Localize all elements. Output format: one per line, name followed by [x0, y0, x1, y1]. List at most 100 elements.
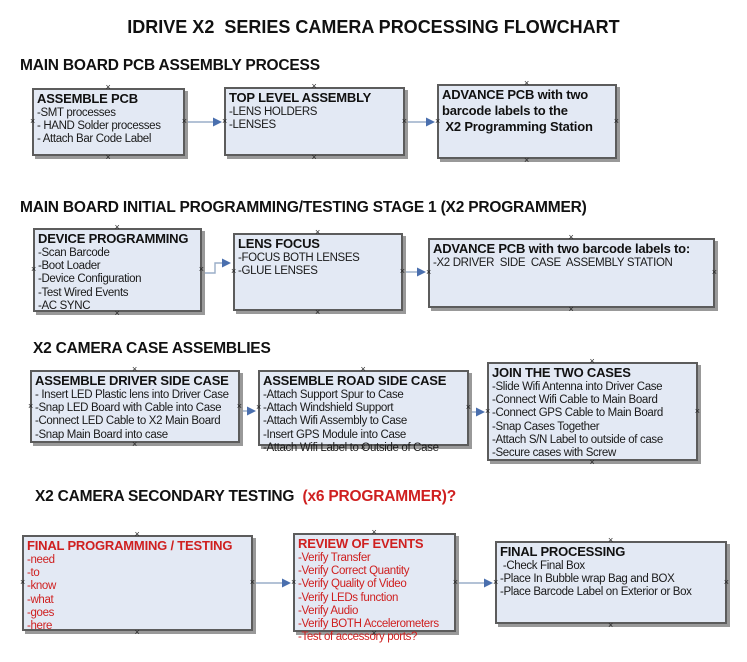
- anchor-x-mark: ×: [134, 529, 140, 539]
- anchor-x-mark: ×: [231, 266, 237, 276]
- section-heading-text: X2 CAMERA SECONDARY TESTING: [35, 488, 303, 505]
- box-item: -Verify Audio: [298, 604, 359, 617]
- anchor-x-mark: ×: [291, 576, 297, 587]
- box-item: -goes: [27, 606, 55, 619]
- box-item: - HAND Solder processes: [37, 120, 161, 133]
- anchor-x-mark: ×: [132, 364, 138, 374]
- box-item: -Connect LED Cable to X2 Main Board: [35, 415, 221, 428]
- section-heading-text: MAIN BOARD PCB ASSEMBLY PROCESS: [20, 57, 320, 74]
- anchor-x-mark: ×: [134, 627, 140, 637]
- box-item: -Attach Windshield Support: [263, 402, 394, 415]
- box-title: LENS FOCUS: [238, 236, 320, 251]
- box-item: -to: [27, 567, 40, 580]
- box-item: -Snap Cases Together: [492, 420, 600, 433]
- connector-line: [204, 262, 222, 274]
- anchor-x-mark: ×: [613, 115, 619, 126]
- box-title: JOIN THE TWO CASES: [492, 365, 631, 380]
- box-item: -Snap LED Board with Cable into Case: [35, 402, 222, 415]
- anchor-x-mark: ×: [256, 402, 262, 412]
- anchor-x-mark: ×: [105, 152, 111, 162]
- box-item: -Device Configuration: [38, 273, 142, 286]
- box-item: -Snap Main Board into case: [35, 428, 168, 441]
- section-heading-red-text: (x6 PROGRAMMER)?: [302, 488, 457, 505]
- flow-box: ASSEMBLE PCB-SMT processes- HAND Solder …: [30, 83, 187, 162]
- arrowhead-icon: [417, 267, 426, 277]
- anchor-x-mark: ×: [694, 405, 700, 416]
- arrowhead-icon: [484, 578, 493, 588]
- anchor-x-mark: ×: [465, 402, 471, 412]
- anchor-x-mark: ×: [360, 364, 366, 374]
- box-item: -Attach Wifi Label to Outside of Case: [263, 441, 439, 454]
- flow-box: LENS FOCUS-FOCUS BOTH LENSES-GLUE LENSES…: [231, 228, 405, 317]
- anchor-x-mark: ×: [249, 577, 255, 587]
- flow-box: ASSEMBLE DRIVER SIDE CASE- Insert LED Pl…: [28, 365, 242, 449]
- box-item: -Secure cases with Screw: [492, 447, 616, 460]
- box-item: -here: [27, 620, 53, 633]
- anchor-x-mark: ×: [485, 405, 491, 416]
- flow-box: FINAL PROCESSING -Check Final Box-Place …: [493, 536, 729, 630]
- arrowhead-icon: [476, 407, 485, 417]
- arrowhead-icon: [282, 578, 291, 588]
- box-item: -need: [27, 554, 55, 566]
- box-item: -Test of accessory ports?: [298, 631, 418, 644]
- flow-box: ASSEMBLE ROAD SIDE CASE-Attach Support S…: [256, 365, 471, 454]
- flow-box: ADVANCE PCB with two barcode labels to t…: [435, 79, 619, 165]
- section-heading-text: X2 CAMERA CASE ASSEMBLIES: [33, 340, 271, 357]
- anchor-x-mark: ×: [315, 227, 321, 237]
- anchor-x-mark: ×: [132, 439, 138, 449]
- section-heading: X2 CAMERA SECONDARY TESTING (x6 PROGRAMM…: [35, 488, 456, 506]
- box-item: -Boot Loader: [38, 260, 101, 273]
- anchor-x-mark: ×: [20, 577, 26, 587]
- box-item: -FOCUS BOTH LENSES: [238, 252, 360, 264]
- box-item: -Place Barcode Label on Exterior or Box: [500, 586, 692, 599]
- anchor-x-mark: ×: [452, 576, 458, 587]
- anchor-x-mark: ×: [401, 115, 407, 126]
- flow-box: ADVANCE PCB with two barcode labels to:-…: [426, 233, 717, 314]
- anchor-x-mark: ×: [311, 152, 317, 162]
- box-item: -X2 DRIVER SIDE CASE ASSEMBLY STATION: [433, 257, 673, 269]
- anchor-x-mark: ×: [435, 115, 441, 126]
- anchor-x-mark: ×: [311, 81, 317, 91]
- box-item: -Verify LEDs function: [298, 591, 399, 604]
- anchor-x-mark: ×: [236, 400, 242, 411]
- box-item: -Connect GPS Cable to Main Board: [492, 407, 663, 420]
- box-item: -Scan Barcode: [38, 247, 110, 259]
- box-title: ASSEMBLE ROAD SIDE CASE: [263, 373, 447, 388]
- anchor-x-mark: ×: [723, 576, 729, 587]
- anchor-x-mark: ×: [589, 356, 595, 366]
- box-item: -Attach Wifi Assembly to Case: [263, 415, 407, 428]
- box-item: -know: [27, 580, 56, 593]
- box-item: -Test Wired Events: [38, 286, 129, 299]
- anchor-x-mark: ×: [524, 155, 530, 165]
- anchor-x-mark: ×: [493, 576, 499, 587]
- arrowhead-icon: [426, 117, 435, 127]
- box-title: DEVICE PROGRAMMING: [38, 231, 189, 246]
- box-title: FINAL PROCESSING: [500, 544, 626, 559]
- anchor-x-mark: ×: [524, 78, 530, 88]
- anchor-x-mark: ×: [426, 267, 432, 277]
- section-heading: MAIN BOARD PCB ASSEMBLY PROCESS: [20, 57, 320, 75]
- box-item: -Slide Wifi Antenna into Driver Case: [492, 381, 663, 393]
- anchor-x-mark: ×: [181, 116, 187, 126]
- box-item: -Connect Wifi Cable to Main Board: [492, 394, 658, 407]
- page-title: IDRIVE X2 SERIES CAMERA PROCESSING FLOWC…: [127, 17, 620, 37]
- box-item: -GLUE LENSES: [238, 265, 318, 278]
- anchor-x-mark: ×: [105, 82, 111, 92]
- anchor-x-mark: ×: [198, 264, 204, 274]
- section-heading-text: MAIN BOARD INITIAL PROGRAMMING/TESTING S…: [20, 199, 587, 216]
- box-item: -Place In Bubble wrap Bag and BOX: [500, 573, 675, 586]
- box-item: -Check Final Box: [500, 560, 585, 572]
- box-title: FINAL PROGRAMMING / TESTING: [27, 538, 233, 553]
- box-title: TOP LEVEL ASSEMBLY: [229, 90, 372, 105]
- box-item: -Insert GPS Module into Case: [263, 428, 406, 441]
- anchor-x-mark: ×: [30, 116, 36, 126]
- anchor-x-mark: ×: [31, 264, 37, 274]
- arrowhead-icon: [222, 258, 231, 268]
- anchor-x-mark: ×: [568, 304, 574, 314]
- box-item: -SMT processes: [37, 107, 116, 119]
- anchor-x-mark: ×: [589, 457, 595, 467]
- box-item: - Attach Bar Code Label: [37, 133, 152, 146]
- arrowhead-icon: [247, 406, 256, 416]
- anchor-x-mark: ×: [114, 308, 120, 318]
- box-item: -LENSES: [229, 119, 276, 132]
